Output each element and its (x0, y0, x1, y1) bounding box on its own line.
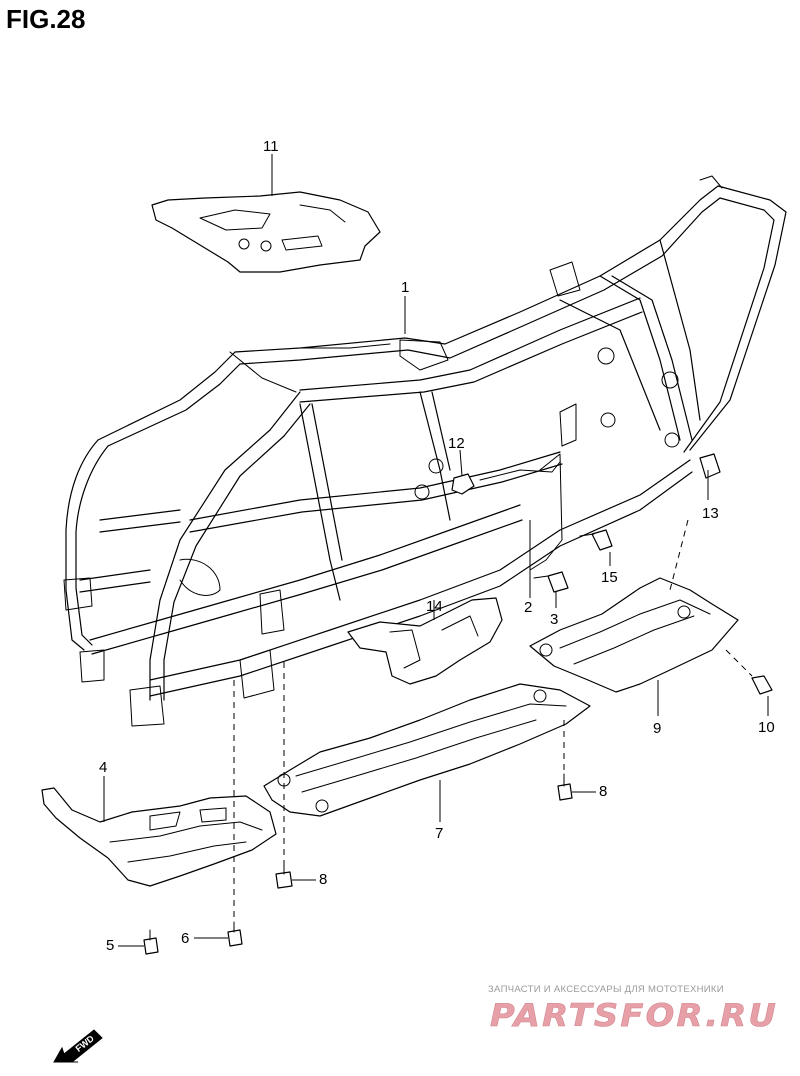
callout-12: 12 (448, 435, 465, 452)
part-9-skid-plate (529, 577, 739, 693)
part-11-cover (151, 191, 381, 273)
part-7-skid-plate (263, 683, 591, 817)
part-13-collar (699, 453, 721, 479)
part-5-bolt (143, 929, 159, 955)
callout-10: 10 (758, 719, 775, 736)
part-10-bolt (751, 675, 773, 695)
callout-7: 7 (435, 825, 444, 842)
callout-1: 1 (401, 279, 410, 296)
fwd-badge: FWD (53, 1029, 103, 1063)
leader-lines (103, 154, 769, 947)
part-1-frame (63, 175, 787, 727)
part-3-bolt (533, 571, 569, 593)
callout-14: 14 (426, 598, 443, 615)
callout-8b: 8 (319, 871, 328, 888)
part-8-bolt-b (275, 861, 293, 889)
callout-3: 3 (550, 611, 559, 628)
part-14-heat-shield (347, 597, 503, 685)
callout-4: 4 (99, 759, 108, 776)
callout-15: 15 (601, 569, 618, 586)
watermark-caption: ЗАПЧАСТИ И АКСЕССУАРЫ ДЛЯ МОТОТЕХНИКИ (488, 984, 724, 995)
callout-2: 2 (524, 599, 533, 616)
callout-13: 13 (702, 505, 719, 522)
part-15-bolt (579, 529, 613, 551)
part-8-bolt-a (557, 773, 573, 801)
watermark-logo-text: PARTSFOR.RU (490, 998, 778, 1032)
part-6-bolt (227, 921, 243, 947)
callout-11: 11 (263, 138, 279, 155)
callout-9: 9 (653, 720, 662, 737)
callout-8a: 8 (599, 783, 608, 800)
watermark-logo: PARTSFOR.RU (490, 998, 778, 1032)
callout-6: 6 (181, 930, 190, 947)
figure-title: FIG.28 (6, 4, 86, 34)
forward-arrow-icon (53, 1029, 103, 1063)
part-4-skid-plate (41, 787, 277, 887)
callout-5: 5 (106, 937, 115, 954)
part-12-nut (451, 473, 475, 495)
